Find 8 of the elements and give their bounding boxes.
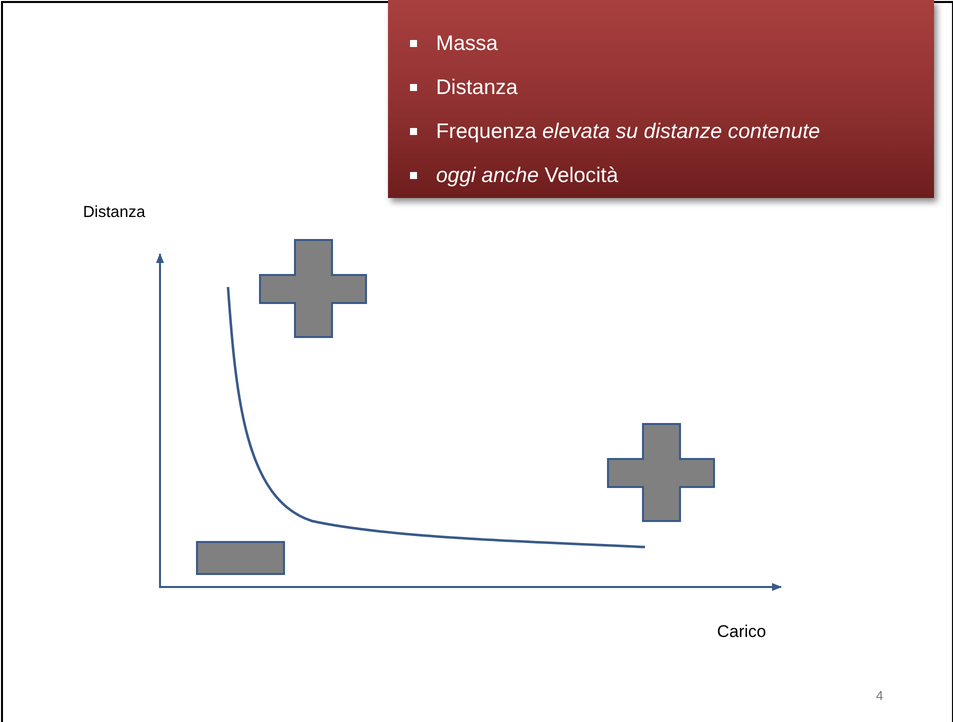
bullet-item: Massa [410,22,934,66]
bullet-item: Distanza [410,66,934,110]
bullet-item: Frequenza elevata su distanze contenute [410,110,934,154]
page-number: 4 [876,688,884,703]
bullet-box [388,0,934,198]
axis-label: Carico [717,622,766,642]
bullet-item: oggi anche Velocità [410,154,934,198]
axis-label: Distanza [83,204,146,222]
